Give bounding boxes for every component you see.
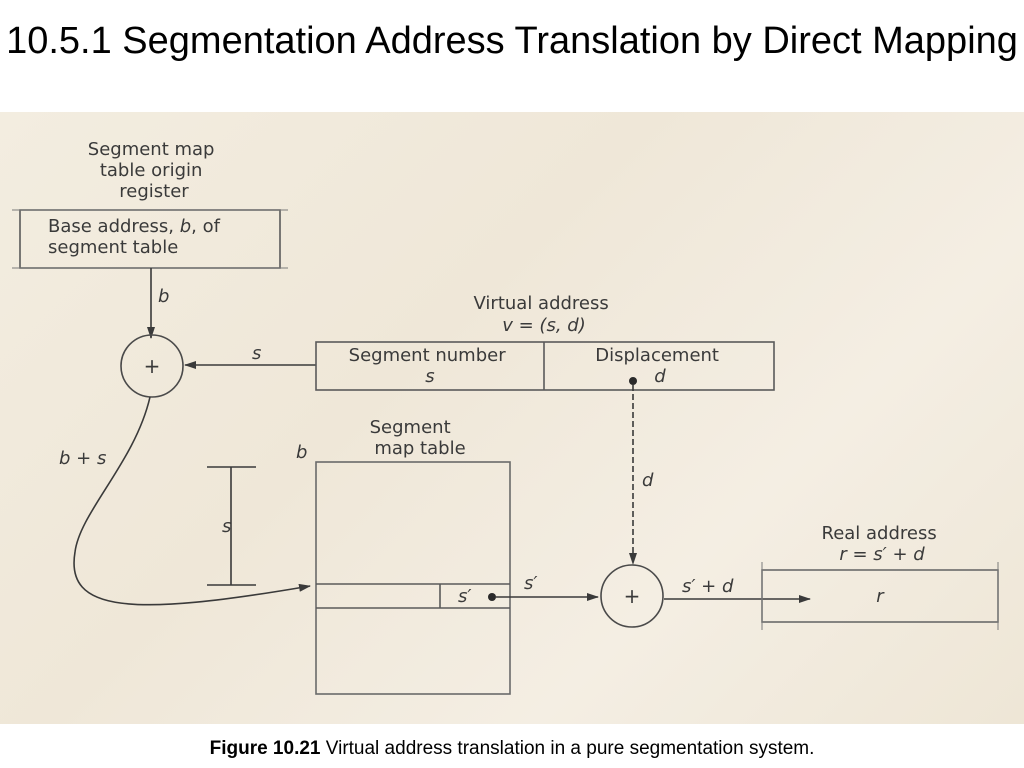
origin-register-text: Base address, b, of segment table: [48, 216, 226, 258]
virtual-address-box: [315, 341, 775, 391]
segmentation-diagram: Segment map table origin register Base a…: [12, 139, 999, 695]
segment-map-table-label: Segment map table: [370, 417, 466, 459]
table-entry-value: s′: [458, 586, 471, 607]
displacement-dot: [629, 377, 637, 385]
displacement-cell: Displacement d: [595, 345, 724, 387]
table-top-label: b: [296, 442, 307, 463]
arrow-b-plus-s: [73, 396, 311, 606]
adder-2: [600, 564, 664, 628]
arrow-d-label: d: [642, 470, 654, 491]
real-address-heading: Real address r = s′ + d: [822, 523, 943, 565]
arrow-b-label: b: [158, 286, 169, 307]
figure-caption: Figure 10.21 Virtual address translation…: [0, 738, 1024, 760]
origin-register-label: Segment map table origin register: [88, 139, 220, 202]
table-entry-dot: [488, 593, 496, 601]
real-address-value: r: [876, 586, 885, 607]
caption-text: Virtual address translation in a pure se…: [320, 738, 815, 759]
arrow-sum-label: s′ + d: [682, 576, 734, 597]
caption-label: Figure 10.21: [209, 738, 321, 759]
arrow-s-label: s: [252, 343, 261, 364]
adder-1: [120, 334, 184, 398]
segment-number-cell: Segment number s: [349, 345, 512, 387]
b-plus-s-label: b + s: [59, 448, 106, 469]
adder-2-symbol: +: [624, 584, 641, 608]
extent-s-label: s: [222, 516, 231, 537]
segment-map-table: [315, 461, 511, 695]
virtual-address-heading: Virtual address v = (s, d): [474, 293, 615, 336]
slide-title: 10.5.1 Segmentation Address Translation …: [6, 20, 1018, 62]
arrow-sprime-label: s′: [524, 573, 537, 594]
adder-1-symbol: +: [144, 354, 161, 378]
